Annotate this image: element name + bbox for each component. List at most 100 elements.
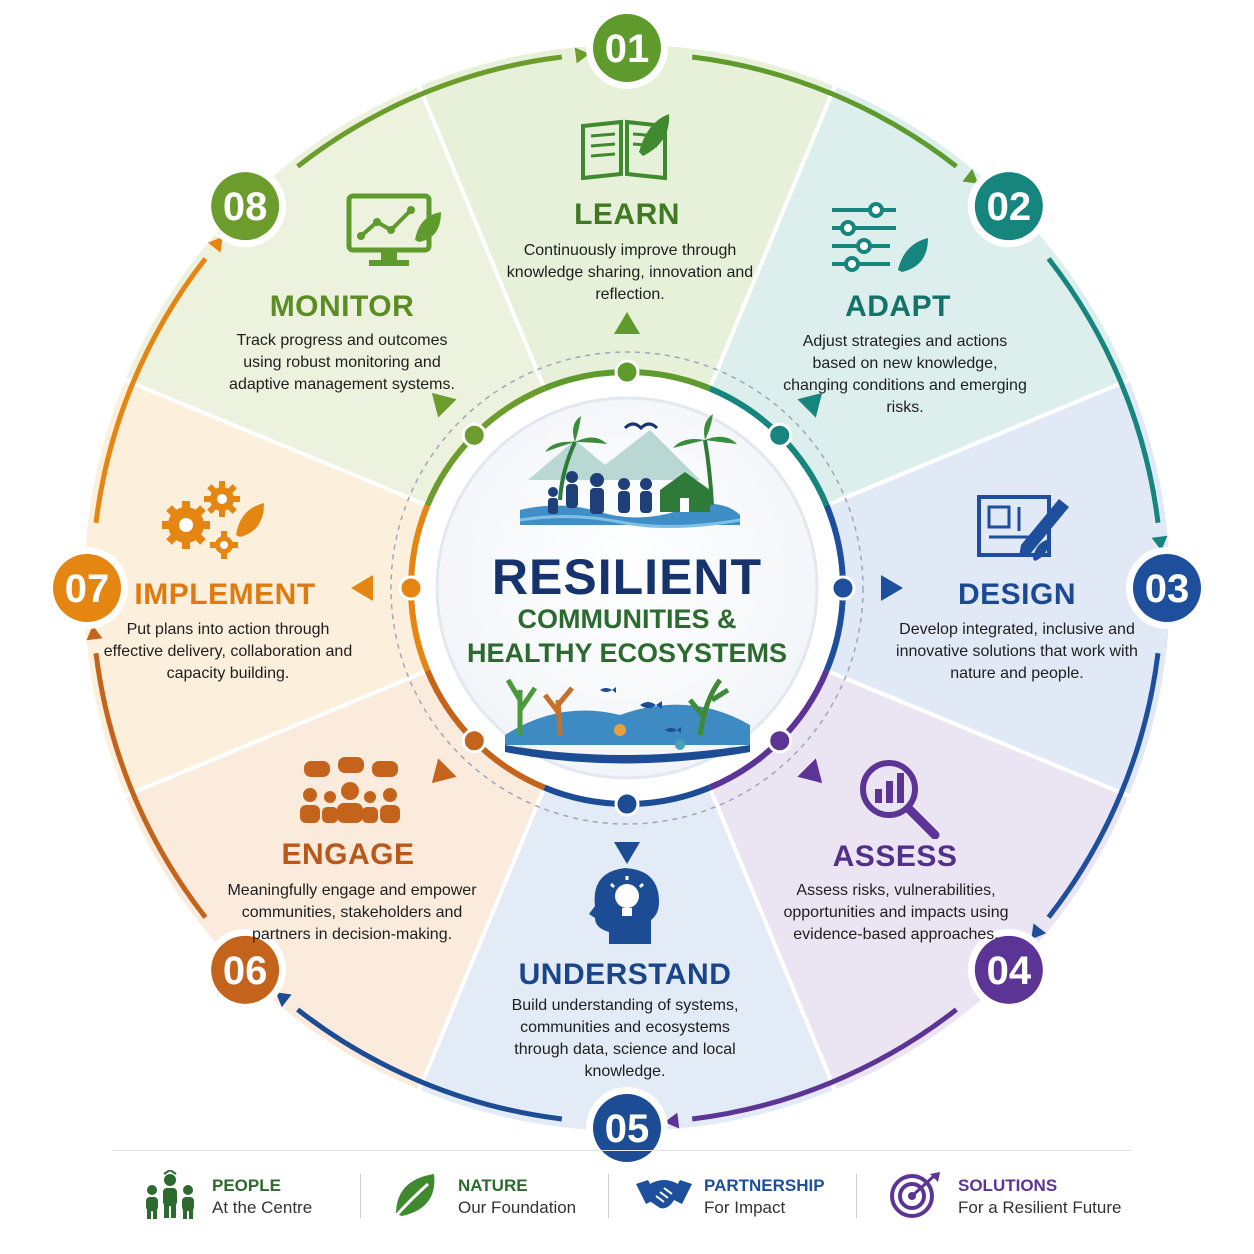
footer-label-people: PEOPLE: [212, 1176, 281, 1195]
badge-number-07: 07: [65, 567, 110, 611]
inner-ring-node: [398, 575, 424, 601]
reef-ecosystem-illustration: [505, 678, 750, 764]
cycle-arc-02: [1046, 257, 1161, 524]
badge-06: [211, 935, 280, 1004]
footer-divider: [608, 1174, 609, 1218]
stage-title-monitor: MONITOR: [269, 290, 415, 323]
cycle-arrowhead: [86, 625, 103, 641]
badge-05: [593, 1094, 661, 1162]
footer-sub-solutions: For a Resilient Future: [958, 1198, 1122, 1217]
cycle-arc-07: [93, 257, 208, 524]
inner-ring-node: [767, 422, 793, 448]
footer-divider: [360, 1174, 361, 1218]
footer-pillars: PEOPLE At the Centre NATURE Our Foundati…: [112, 1150, 1132, 1230]
inner-ring-node: [614, 791, 640, 817]
badge-number-08: 08: [223, 185, 268, 229]
stage-desc-design: Develop integrated, inclusive and innova…: [896, 621, 1138, 682]
stage-title-understand: UNDERSTAND: [518, 958, 732, 991]
people-speech-icon: [292, 755, 408, 830]
stage-title-implement: IMPLEMENT: [134, 578, 316, 611]
badge-08: [211, 172, 280, 241]
outward-arrow: [614, 312, 640, 334]
center-title: RESILIENT: [491, 549, 763, 605]
badge-03: [1133, 554, 1201, 622]
stage-title-learn: LEARN: [574, 198, 680, 231]
stage-desc-adapt: Adjust strategies and actions based on n…: [783, 333, 1027, 416]
cycle-arc-06: [93, 652, 208, 919]
sliders-leaf-icon: [830, 200, 930, 281]
badge-02: [974, 172, 1043, 241]
number-badges: 01 02 03 04 05 06 07 08: [46, 7, 1208, 1169]
dashed-orbit: [390, 351, 864, 825]
badge-01: [593, 14, 661, 82]
badge-number-04: 04: [987, 949, 1032, 993]
footer-label-nature: NATURE: [458, 1176, 528, 1195]
cycle-arc-04: [691, 1007, 958, 1122]
cycle-arrowhead: [275, 992, 292, 1008]
handshake-icon: [636, 1180, 692, 1209]
gears-leaf-icon: [160, 475, 266, 566]
cycle-arc-05: [296, 1007, 563, 1122]
outward-arrow: [351, 575, 373, 601]
cycle-arrowhead: [962, 168, 979, 184]
stage-desc-learn: Continuously improve through knowledge s…: [506, 242, 754, 303]
island-community-illustration: [519, 414, 741, 529]
outward-arrow: [431, 392, 457, 418]
footer-sub-nature: Our Foundation: [458, 1198, 577, 1217]
badge-04: [974, 935, 1043, 1004]
cycle-arrowhead: [207, 236, 223, 253]
stage-desc-monitor: Track progress and outcomes using robust…: [229, 332, 455, 393]
stage-desc-understand: Build understanding of systems, communit…: [511, 997, 739, 1080]
stage-desc-assess: Assess risks, vulnerabilities, opportuni…: [783, 882, 1009, 943]
cycle-arrowhead: [1031, 923, 1047, 940]
center-hub: [435, 396, 819, 780]
center-subtitle-line2: HEALTHY ECOSYSTEMS: [466, 638, 788, 668]
inner-ring-node: [614, 359, 640, 385]
badge-number-06: 06: [223, 949, 268, 993]
blueprint-pencil-icon: [975, 485, 1075, 570]
leaf-icon: [392, 1174, 435, 1219]
inner-ring-node: [767, 728, 793, 754]
open-book-leaf-icon: [577, 112, 673, 189]
footer-divider: [856, 1174, 857, 1218]
badge-number-05: 05: [605, 1107, 650, 1151]
stage-desc-implement: Put plans into action through effective …: [103, 621, 353, 682]
cycle-arc-03: [1046, 652, 1161, 919]
magnifier-chart-icon: [855, 755, 945, 844]
footer-label-solutions: SOLUTIONS: [958, 1176, 1058, 1195]
footer-item-people: PEOPLE At the Centre: [142, 1168, 372, 1220]
footer-item-nature: NATURE Our Foundation: [388, 1170, 618, 1220]
cycle-arc-08: [296, 54, 563, 169]
stage-title-assess: ASSESS: [832, 840, 958, 873]
people-group-icon: [146, 1168, 194, 1219]
target-icon: [890, 1172, 940, 1218]
cycle-arrowhead: [1151, 535, 1168, 551]
inner-ring-node: [830, 575, 856, 601]
footer-sub-partnership: For Impact: [704, 1198, 786, 1217]
inner-ring-node: [461, 728, 487, 754]
stage-title-engage: ENGAGE: [281, 838, 415, 871]
footer-item-partnership: PARTNERSHIP For Impact: [634, 1170, 864, 1220]
cycle-arc-01: [691, 54, 958, 169]
outward-arrow: [431, 758, 457, 784]
monitor-graph-icon: [345, 192, 443, 277]
cycle-arrowhead: [664, 1112, 680, 1129]
cycle-arrowhead: [574, 47, 590, 64]
center-subtitle-line1: COMMUNITIES &: [517, 604, 737, 634]
stage-title-design: DESIGN: [957, 578, 1077, 611]
outward-arrow: [797, 758, 823, 784]
stage-title-adapt: ADAPT: [845, 290, 951, 323]
badge-number-03: 03: [1145, 567, 1190, 611]
outward-arrow: [881, 575, 903, 601]
badge-07: [53, 554, 121, 622]
inner-ring-node: [461, 422, 487, 448]
badge-number-01: 01: [605, 27, 650, 71]
badge-number-02: 02: [987, 185, 1032, 229]
footer-rule: [112, 1150, 1132, 1151]
footer-sub-people: At the Centre: [212, 1198, 313, 1217]
footer-item-solutions: SOLUTIONS For a Resilient Future: [888, 1170, 1128, 1220]
outward-arrow: [614, 842, 640, 864]
outward-arrow: [797, 392, 823, 418]
